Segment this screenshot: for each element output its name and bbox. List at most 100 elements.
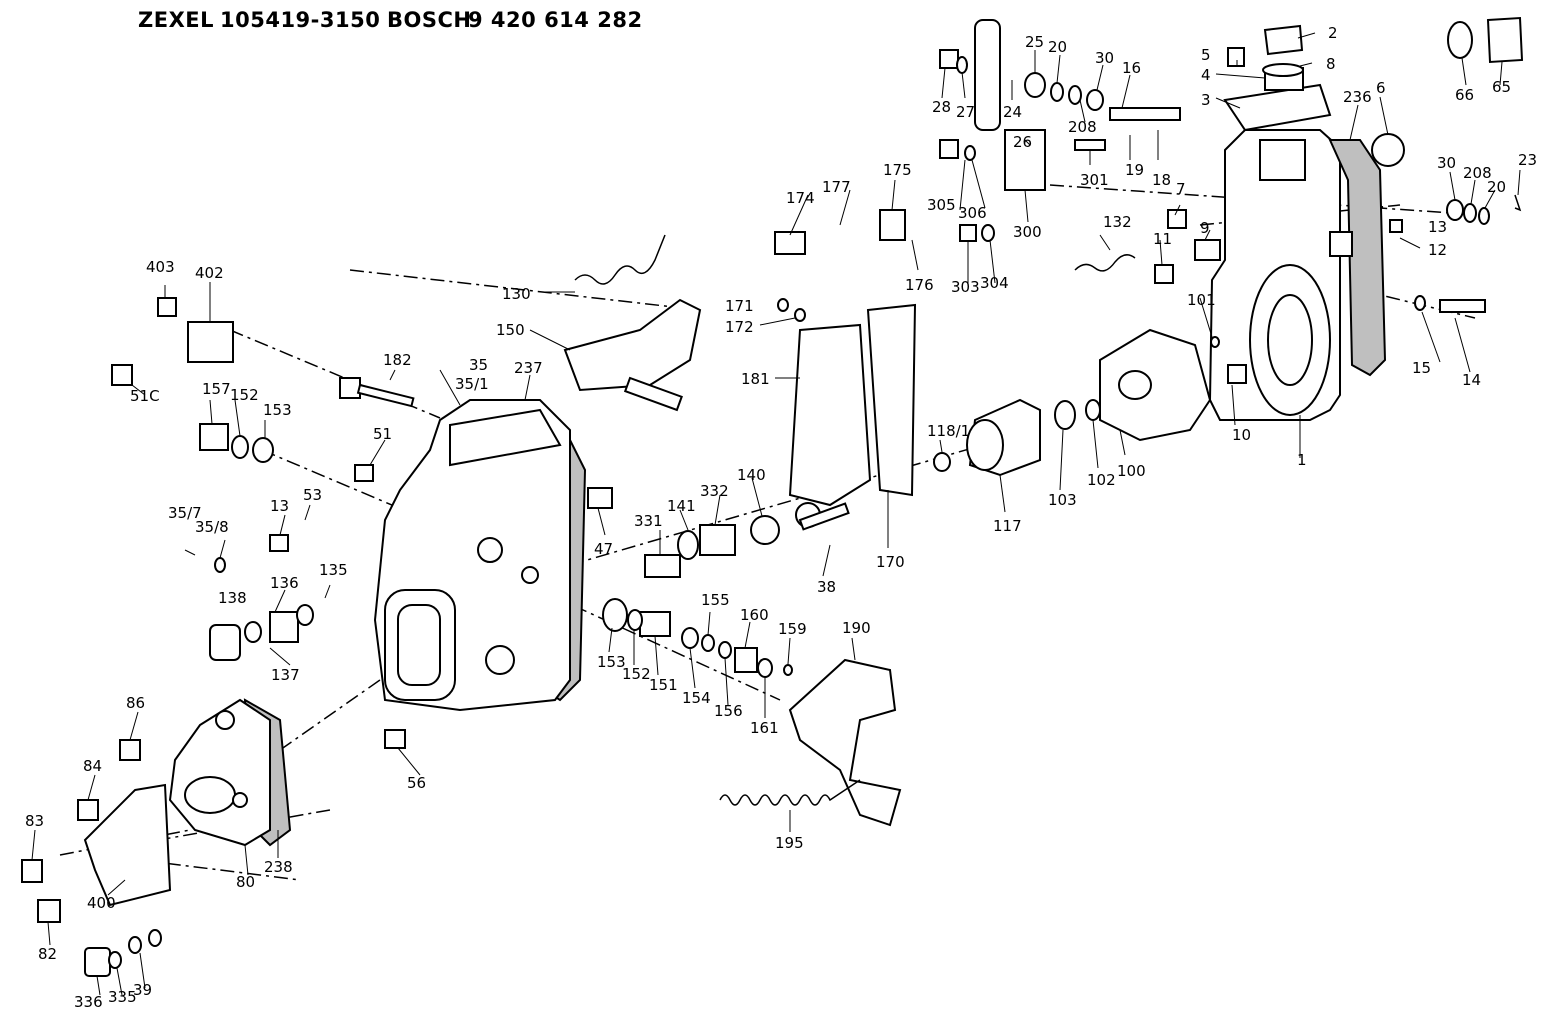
- spring-132: [1074, 254, 1136, 272]
- header-zexel-number: 105419-3150: [220, 8, 381, 32]
- part-label: 30: [1095, 49, 1114, 67]
- pump-housing-1: [1208, 129, 1341, 421]
- bolt-82: [37, 899, 61, 923]
- pin-23: [1514, 194, 1522, 212]
- part-label: 5: [1201, 46, 1211, 64]
- part-label: 181: [741, 370, 770, 388]
- washer-135: [296, 604, 314, 626]
- ring-103: [1054, 400, 1076, 430]
- part-label: 400: [87, 894, 116, 912]
- bracket-400: [83, 783, 172, 907]
- part-label: 161: [750, 719, 779, 737]
- cap-nut-138: [209, 624, 241, 661]
- header-maker-zexel: ZEXEL: [138, 8, 214, 32]
- part-label: 208: [1463, 164, 1492, 182]
- washer-20-b: [1478, 207, 1490, 225]
- washer-304: [981, 224, 995, 242]
- part-label: 182: [383, 351, 412, 369]
- ring-153: [252, 437, 274, 463]
- bracket-175: [879, 209, 906, 241]
- part-label: 20: [1487, 178, 1506, 196]
- plug-47: [587, 487, 613, 509]
- part-label: 35/7: [168, 504, 202, 522]
- sleeve-117: [966, 398, 1041, 477]
- washer-15: [1414, 295, 1426, 311]
- washer-39-b: [148, 929, 162, 947]
- washer-152-b: [627, 609, 643, 631]
- part-label: 237: [514, 359, 543, 377]
- part-label: 153: [263, 401, 292, 419]
- part-label: 28: [932, 98, 951, 116]
- part-label: 301: [1080, 171, 1109, 189]
- part-label: 174: [786, 189, 815, 207]
- nut-171: [777, 298, 789, 312]
- part-label: 13: [1428, 218, 1447, 236]
- part-label: 152: [622, 665, 651, 683]
- part-label: 4: [1201, 66, 1211, 84]
- washer-306: [964, 145, 976, 161]
- part-label: 403: [146, 258, 175, 276]
- shaft-16: [1109, 107, 1181, 121]
- part-label: 101: [1187, 291, 1216, 309]
- part-label: 306: [958, 204, 987, 222]
- bolt-56: [384, 729, 406, 749]
- bolt-5: [1227, 47, 1245, 67]
- part-label: 13: [270, 497, 289, 515]
- part-label: 3: [1201, 91, 1211, 109]
- washer-172: [794, 308, 806, 322]
- fasteners: [21, 19, 1486, 977]
- part-label: 402: [195, 264, 224, 282]
- part-label: 156: [714, 702, 743, 720]
- part-label: 140: [737, 466, 766, 484]
- bolt-11: [1154, 264, 1174, 284]
- part-label: 8: [1326, 55, 1336, 73]
- part-label: 176: [905, 276, 934, 294]
- bolt-51c: [111, 364, 133, 386]
- part-label: 157: [202, 380, 231, 398]
- part-label: 332: [700, 482, 729, 500]
- spring-130: [574, 234, 666, 285]
- bolt-38: [798, 502, 850, 531]
- bolt-83: [21, 859, 43, 883]
- plug-2: [1263, 24, 1304, 56]
- cap-157: [199, 423, 229, 451]
- part-label: 80: [236, 873, 255, 891]
- plug-65: [1486, 16, 1524, 64]
- nut-30: [1086, 89, 1104, 111]
- lever-shaft-150: [623, 376, 683, 412]
- part-label: 160: [740, 606, 769, 624]
- washer-335: [108, 951, 122, 969]
- header-maker-bosch: BOSCH: [387, 8, 472, 32]
- control-lever-181: [788, 323, 872, 507]
- washers: [108, 56, 1490, 969]
- lever-24: [974, 19, 1001, 131]
- part-label: 138: [218, 589, 247, 607]
- part-label: 23: [1518, 151, 1537, 169]
- part-label: 103: [1048, 491, 1077, 509]
- part-label: 170: [876, 553, 905, 571]
- part-label: 190: [842, 619, 871, 637]
- part-label: 208: [1068, 118, 1097, 136]
- gasket-236: [1328, 139, 1387, 377]
- part-label: 7: [1176, 180, 1186, 198]
- part-label: 100: [1117, 462, 1146, 480]
- part-label: 304: [980, 274, 1009, 292]
- part-label: 153: [597, 653, 626, 671]
- bolt-403: [157, 297, 177, 317]
- bolt-51: [354, 464, 374, 482]
- part-label: 11: [1153, 230, 1172, 248]
- clip-9: [1194, 239, 1221, 261]
- part-label: 130: [502, 285, 531, 303]
- part-label: 137: [271, 666, 300, 684]
- part-label: 2: [1328, 24, 1338, 42]
- washer-39: [128, 936, 142, 954]
- part-label: 12: [1428, 241, 1447, 259]
- part-label: 47: [594, 540, 613, 558]
- part-label: 82: [38, 945, 57, 963]
- nut-332: [699, 524, 736, 556]
- sleeve-140: [750, 515, 780, 545]
- part-label: 132: [1103, 213, 1132, 231]
- feed-pump-80: [168, 698, 292, 847]
- part-label: 117: [993, 517, 1022, 535]
